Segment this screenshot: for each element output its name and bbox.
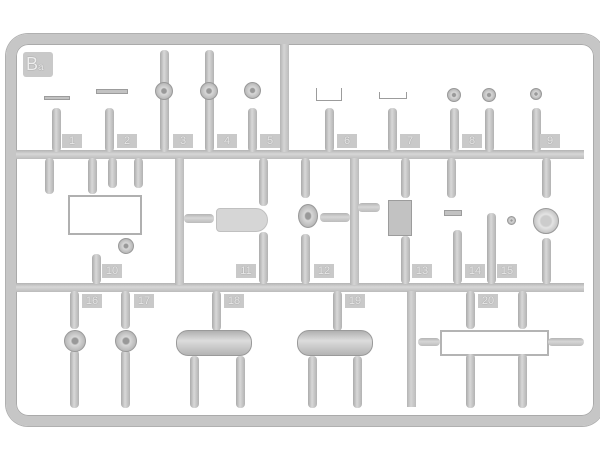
sprue-frame	[6, 34, 600, 426]
gate	[190, 356, 199, 408]
gate	[212, 291, 221, 331]
runner-horizontal-upper	[16, 150, 584, 159]
gate	[450, 108, 459, 152]
runner-horizontal-lower	[16, 283, 584, 292]
gate	[121, 291, 130, 329]
gate	[333, 291, 342, 331]
gate	[401, 158, 410, 198]
part-9	[530, 88, 542, 100]
gate	[121, 350, 130, 408]
part-7	[379, 92, 407, 99]
sprue-code-label: Ba	[23, 52, 53, 77]
part-label: 12	[314, 264, 334, 278]
part-label: 10	[102, 264, 122, 278]
gate	[259, 158, 268, 206]
gate	[320, 213, 350, 222]
gate	[532, 108, 541, 152]
gate	[134, 158, 143, 188]
gate	[248, 108, 257, 152]
part-label: 18	[224, 294, 244, 308]
part-label: 20	[478, 294, 498, 308]
sprue-code: B	[26, 54, 39, 74]
part-8a	[447, 88, 461, 102]
gate	[236, 356, 245, 408]
part-10-wheel	[118, 238, 134, 254]
part-1	[44, 96, 70, 100]
part-10	[68, 195, 142, 235]
gate	[358, 203, 380, 212]
part-12	[298, 204, 318, 228]
sprue-subcode: a	[38, 62, 44, 73]
gate	[518, 354, 527, 408]
part-label: 1	[62, 134, 82, 148]
part-label: 3	[173, 134, 193, 148]
gate	[466, 291, 475, 329]
part-2	[96, 89, 128, 94]
part-19	[297, 330, 373, 356]
part-3	[155, 82, 173, 100]
part-16	[64, 330, 86, 352]
gate	[88, 158, 97, 194]
part-label: 13	[412, 264, 432, 278]
part-label: 5	[260, 134, 280, 148]
gate	[160, 50, 169, 152]
gate	[301, 234, 310, 284]
part-label: 8	[462, 134, 482, 148]
gate	[105, 108, 114, 152]
gate	[453, 230, 462, 284]
gate	[92, 254, 101, 284]
gate	[70, 350, 79, 408]
gate	[353, 356, 362, 408]
gate	[485, 108, 494, 152]
part-15-pulley	[533, 208, 559, 234]
gate	[108, 158, 117, 188]
part-label: 11	[236, 264, 256, 278]
part-label: 14	[465, 264, 485, 278]
part-4	[200, 82, 218, 100]
part-8b	[482, 88, 496, 102]
gate	[548, 338, 584, 346]
runner-vertical-bottom	[407, 291, 416, 407]
gate	[70, 291, 79, 329]
runner-vertical-top	[280, 44, 289, 152]
gate	[259, 232, 268, 284]
part-18	[176, 330, 252, 356]
part-label: 16	[82, 294, 102, 308]
part-13	[388, 200, 412, 236]
gate	[52, 108, 61, 152]
gate	[205, 50, 214, 152]
gate	[325, 108, 334, 152]
part-5	[244, 82, 261, 99]
part-label: 2	[117, 134, 137, 148]
gate	[542, 238, 551, 284]
gate	[447, 158, 456, 198]
gate	[45, 158, 54, 194]
part-15-small-pulley	[507, 216, 516, 225]
runner-vertical-mid-right	[350, 158, 359, 285]
part-14	[444, 210, 462, 216]
part-label: 15	[497, 264, 517, 278]
runner-vertical-mid-left	[175, 158, 184, 285]
gate	[401, 236, 410, 284]
part-11	[216, 208, 268, 232]
part-label: 6	[337, 134, 357, 148]
part-label: 7	[400, 134, 420, 148]
gate	[542, 158, 551, 198]
part-6	[316, 88, 342, 101]
gate	[184, 214, 214, 223]
gate	[518, 291, 527, 329]
gate	[418, 338, 440, 346]
part-20	[440, 330, 549, 356]
gate	[308, 356, 317, 408]
gate	[466, 354, 475, 408]
gate	[301, 158, 310, 198]
part-17	[115, 330, 137, 352]
gate	[487, 213, 496, 284]
part-label: 19	[345, 294, 365, 308]
gate	[388, 108, 397, 152]
part-label: 17	[134, 294, 154, 308]
part-label: 9	[540, 134, 560, 148]
part-label: 4	[217, 134, 237, 148]
